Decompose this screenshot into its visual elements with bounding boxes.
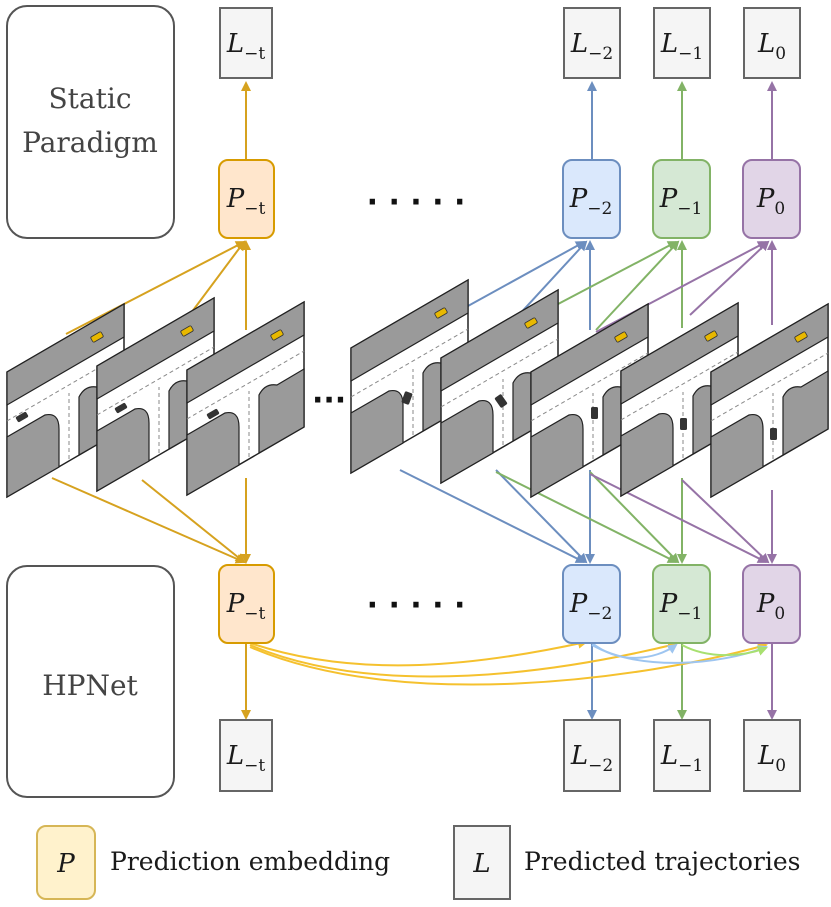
svg-text:P0: P0 bbox=[756, 589, 785, 624]
trajectory-box-bottom-1: L−1 bbox=[653, 719, 711, 792]
static-paradigm-line1: Static bbox=[48, 82, 131, 115]
top-predictions: P−t P−2 P−1 P0 bbox=[218, 159, 801, 239]
svg-text:P−1: P−1 bbox=[659, 184, 703, 219]
top-ellipsis: · · · · · bbox=[367, 185, 466, 220]
prediction-box-bottom-t: P−t bbox=[218, 564, 275, 644]
hpnet-label: HPNet bbox=[42, 669, 138, 702]
scene-frames-recent bbox=[350, 279, 829, 498]
svg-text:P−t: P−t bbox=[226, 589, 266, 624]
trajectory-box-top-2: L−2 bbox=[563, 7, 621, 79]
static-paradigm-line2: Paradigm bbox=[22, 126, 158, 159]
trajectory-box-top-0: L0 bbox=[743, 7, 801, 79]
bottom-predictions: P−t P−2 P−1 P0 bbox=[218, 564, 801, 644]
prediction-box-top-0: P0 bbox=[742, 159, 801, 239]
svg-text:L−t: L−t bbox=[226, 741, 266, 776]
scene-frame bbox=[96, 297, 215, 492]
svg-text:P−1: P−1 bbox=[659, 589, 703, 624]
svg-text:P−2: P−2 bbox=[569, 589, 613, 624]
scene-frame bbox=[350, 279, 469, 474]
svg-text:L−t: L−t bbox=[226, 29, 266, 64]
scene-frames-history bbox=[6, 297, 305, 498]
prediction-box-top-t: P−t bbox=[218, 159, 275, 239]
trajectory-box-top-t: L−t bbox=[219, 7, 273, 79]
svg-text:L−1: L−1 bbox=[660, 29, 703, 64]
svg-text:L−1: L−1 bbox=[660, 741, 703, 776]
legend: P Prediction embedding L Predicted traje… bbox=[36, 825, 800, 900]
legend-trajectory-symbol: L bbox=[472, 849, 490, 879]
svg-text:L0: L0 bbox=[757, 741, 786, 776]
trajectory-box-bottom-2: L−2 bbox=[563, 719, 621, 792]
prediction-box-top-2: P−2 bbox=[562, 159, 621, 239]
bottom-paradigm-arrows bbox=[51, 469, 777, 720]
svg-text:P−t: P−t bbox=[226, 184, 266, 219]
legend-prediction-symbol: P bbox=[56, 849, 75, 879]
svg-text:P0: P0 bbox=[756, 184, 785, 219]
bottom-ellipsis: · · · · · bbox=[367, 588, 466, 623]
static-paradigm-panel: Static Paradigm bbox=[6, 5, 175, 239]
frames-ellipsis: ··· bbox=[312, 383, 346, 418]
scene-frame bbox=[440, 289, 559, 484]
trajectory-box-top-1: L−1 bbox=[653, 7, 711, 79]
top-trajectories: L−t L−2 L−1 L0 bbox=[219, 7, 801, 79]
prediction-box-bottom-0: P0 bbox=[742, 564, 801, 644]
trajectory-box-bottom-t: L−t bbox=[219, 719, 273, 792]
svg-text:L0: L0 bbox=[757, 29, 786, 64]
svg-text:L−2: L−2 bbox=[570, 29, 613, 64]
scene-frame bbox=[710, 303, 829, 498]
prediction-box-top-1: P−1 bbox=[652, 159, 711, 239]
bottom-trajectories: L−t L−2 L−1 L0 bbox=[219, 719, 801, 792]
scene-frame bbox=[620, 302, 739, 497]
scene-frame bbox=[6, 303, 125, 498]
svg-text:P−2: P−2 bbox=[569, 184, 613, 219]
scene-frame bbox=[186, 301, 305, 496]
scene-frame bbox=[530, 303, 649, 498]
hpnet-panel: HPNet bbox=[6, 565, 175, 798]
svg-text:L−2: L−2 bbox=[570, 741, 613, 776]
prediction-box-bottom-1: P−1 bbox=[652, 564, 711, 644]
legend-prediction-label: Prediction embedding bbox=[110, 847, 390, 876]
trajectory-box-bottom-0: L0 bbox=[743, 719, 801, 792]
prediction-box-bottom-2: P−2 bbox=[562, 564, 621, 644]
legend-trajectory-label: Predicted trajectories bbox=[524, 847, 800, 876]
legend-trajectory: L Predicted trajectories bbox=[453, 825, 800, 900]
legend-prediction: P Prediction embedding bbox=[36, 825, 390, 900]
